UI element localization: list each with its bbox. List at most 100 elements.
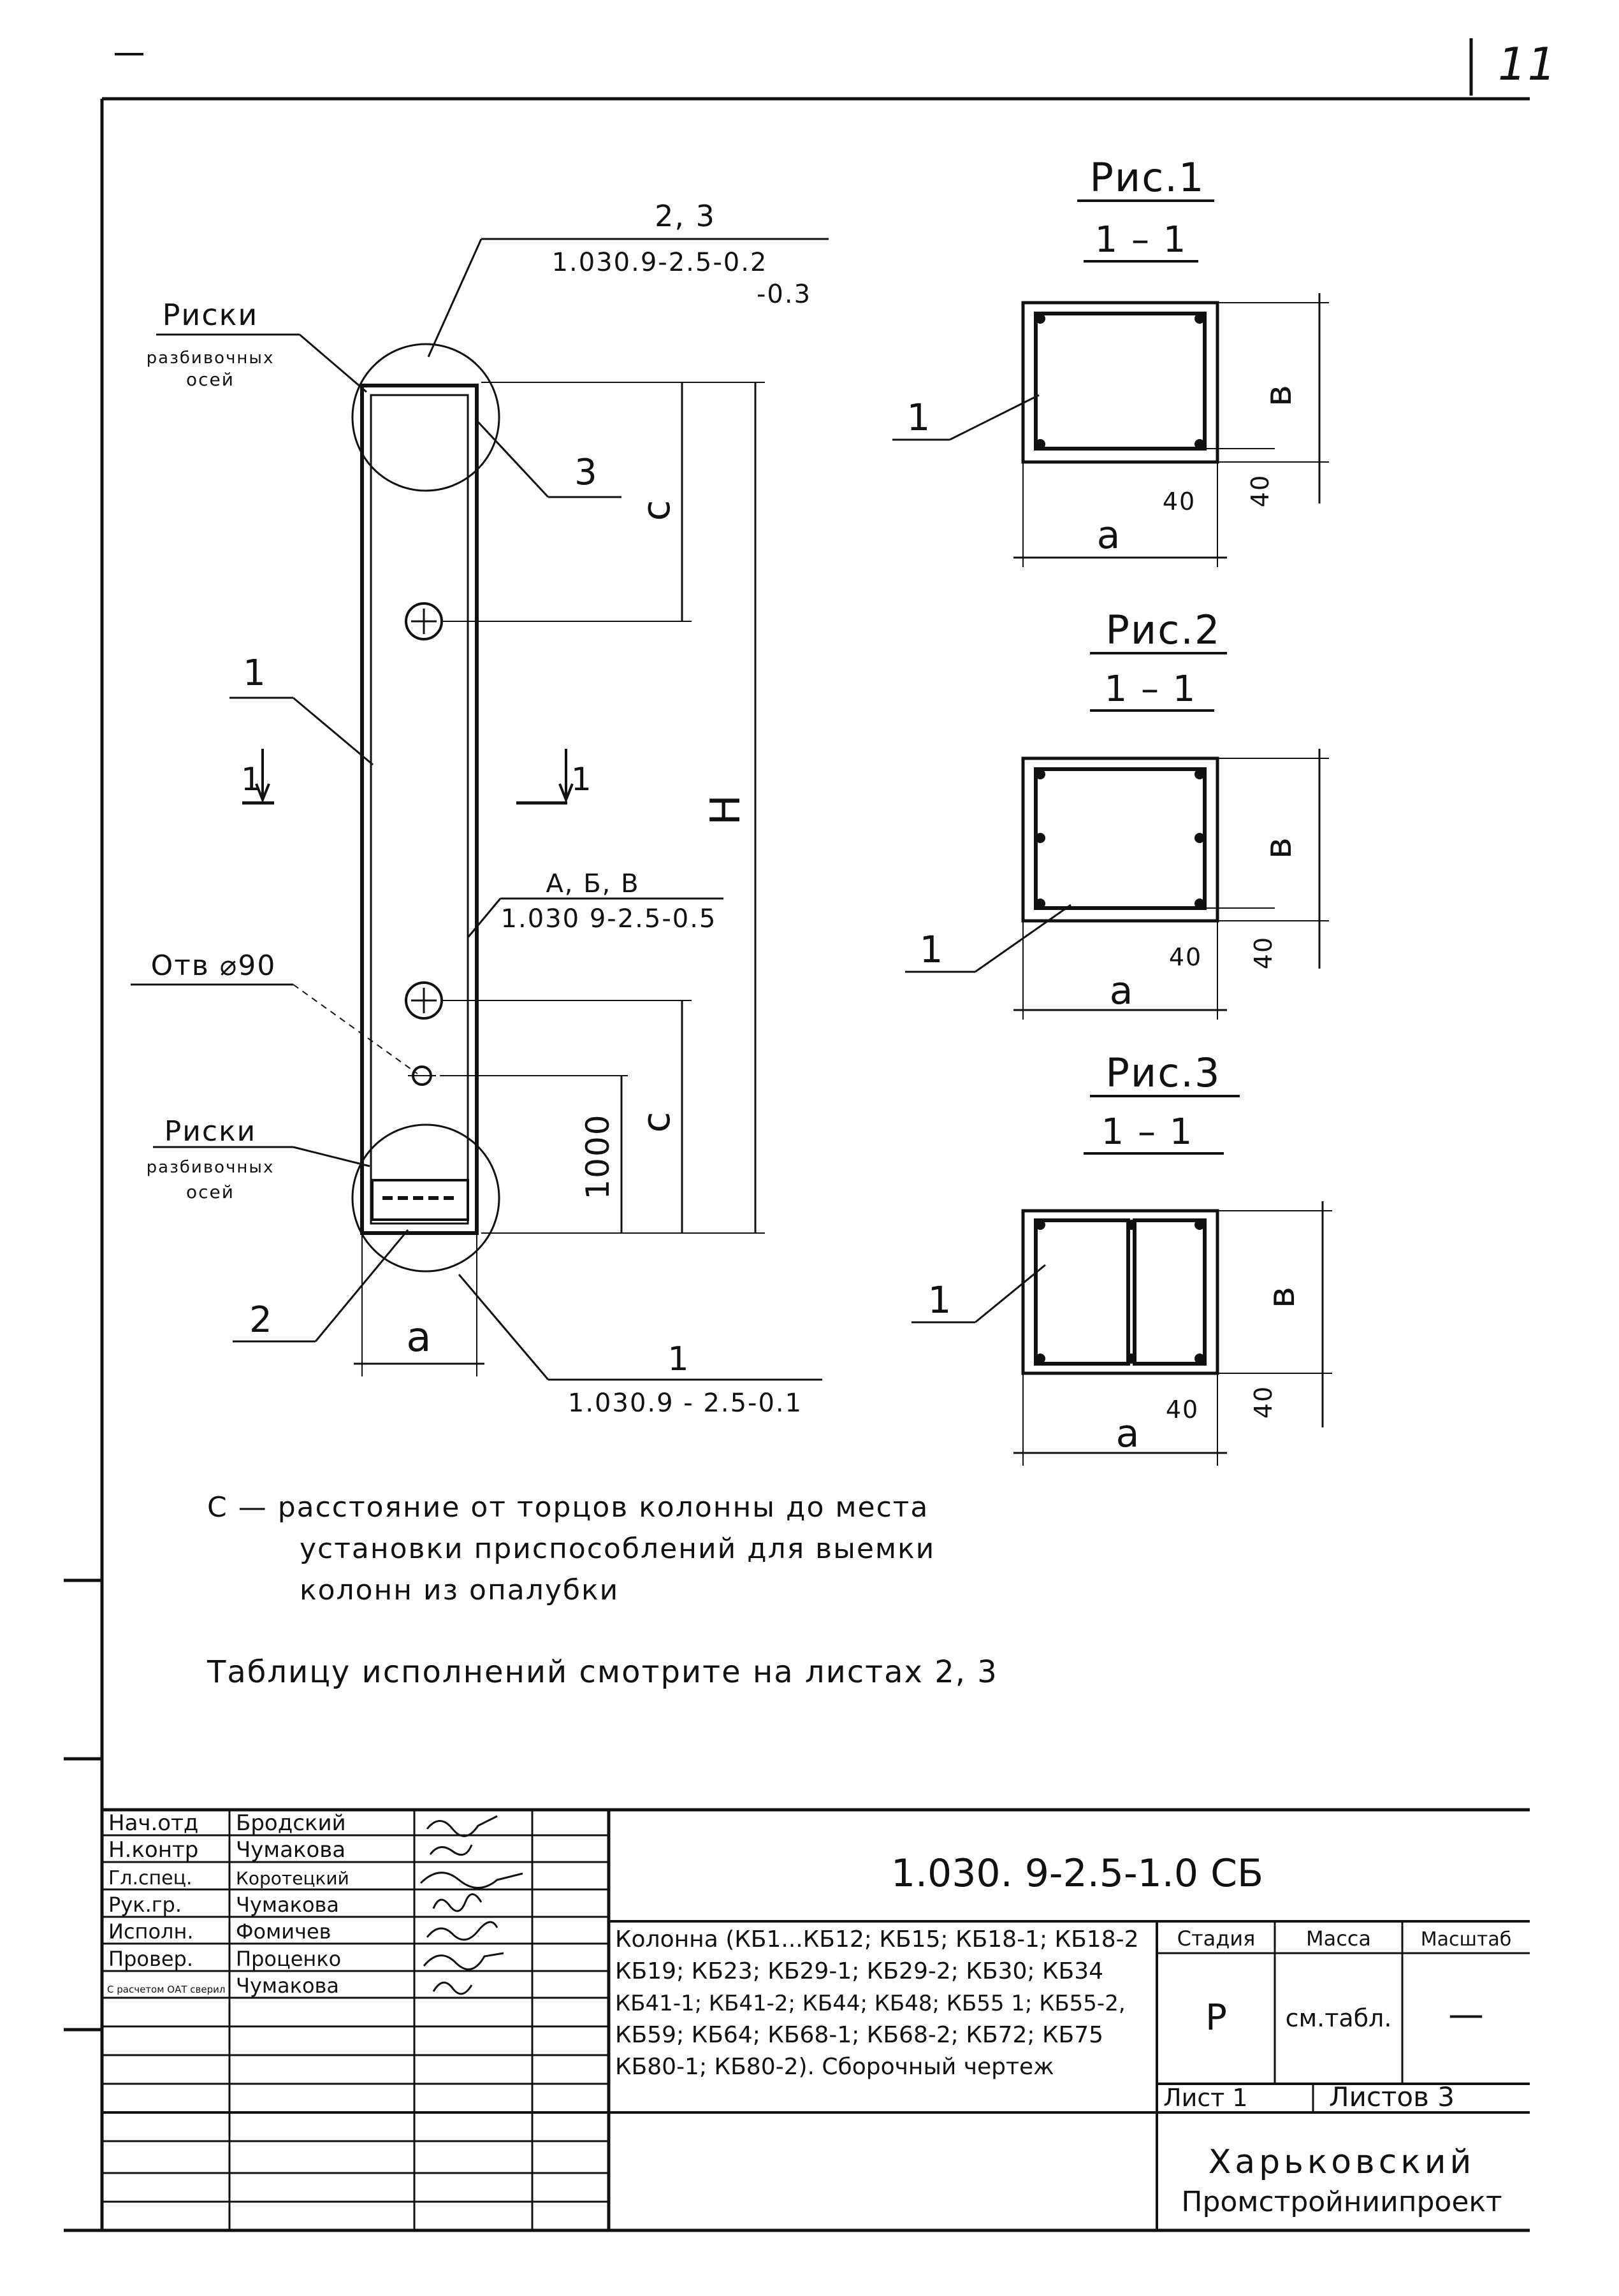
callout-1-left: 1 [243, 653, 267, 694]
risk-label-top-1: Риски [163, 298, 259, 332]
hole-label: Отв ⌀90 [151, 949, 277, 982]
figure-1-outline [1021, 301, 1219, 464]
figure-2-outline [1021, 756, 1219, 923]
figure-3-cage-right [1133, 1218, 1207, 1366]
section-mark-right: 1 [571, 761, 593, 798]
mass-value: см.табл. [1286, 2004, 1392, 2032]
dim-c-bottom: с [634, 1111, 679, 1133]
figure-2-leader: 1 [920, 928, 945, 971]
name-4: Чумакова [236, 1893, 339, 1917]
stage-value: Р [1205, 1997, 1227, 2039]
description-line-5: КБ80-1; КБ80-2). Сборочный чертеж [615, 2054, 1054, 2080]
figure-1-leader: 1 [907, 396, 932, 439]
risk-label-bottom-1: Риски [164, 1115, 257, 1148]
note-c-line-1: С — расстояние от торцов колонны до мест… [207, 1491, 929, 1524]
note-table-ref: Таблицу исполнений смотрите на листах 2,… [207, 1654, 998, 1690]
figure-1-title: Рис.1 [1090, 154, 1205, 201]
figure-1: Рис.1 1 – 1 в а 40 40 1 [892, 154, 1329, 567]
risk-label-top-3: осей [186, 369, 235, 390]
description-line-1: Колонна (КБ1...КБ12; КБ15; КБ18-1; КБ18-… [615, 1926, 1139, 1953]
figure-3-title: Рис.3 [1106, 1050, 1221, 1096]
figure-1-section: 1 – 1 [1095, 219, 1187, 261]
column-outline [360, 384, 479, 1235]
title-block: Нач.отд Бродский Н.контр Чумакова Гл.спе… [102, 1808, 1530, 2230]
figure-1-rebar-cage [1034, 312, 1207, 451]
dim-1000: 1000 [579, 1113, 616, 1199]
name-6: Проценко [236, 1947, 341, 1971]
scale-value: — [1448, 1994, 1484, 2035]
figure-3-cage-left [1034, 1218, 1130, 1366]
column-inner-line [370, 394, 469, 1225]
stage-header: Стадия [1177, 1926, 1256, 1951]
callout-bottom-num: 1 [667, 1340, 690, 1378]
mass-header: Масса [1306, 1926, 1371, 1951]
bottom-plate [371, 1179, 469, 1221]
role-7: С расчетом ОАТ сверил [107, 1984, 225, 1995]
role-6: Провер. [108, 1947, 193, 1971]
name-1: Бродский [236, 1810, 346, 1836]
figure-2-dim-a: а [1110, 969, 1135, 1013]
document-code: 1.030. 9-2.5-1.0 СБ [891, 1851, 1263, 1896]
dim-a: а [406, 1314, 432, 1361]
organization-line-2: Промстройниипроект [1181, 2186, 1502, 2218]
name-2: Чумакова [236, 1837, 345, 1863]
figure-2-dim-b: в [1256, 836, 1300, 859]
name-5: Фомичев [236, 1919, 331, 1944]
figure-3-dim-a: а [1116, 1412, 1141, 1456]
figure-1-dim-a: а [1097, 513, 1122, 558]
figure-3-dim-40b: 40 [1249, 1385, 1277, 1419]
signatures [419, 1815, 523, 1995]
callout-3: 3 [574, 452, 599, 493]
callout-top-code2: -0.3 [757, 280, 811, 309]
figure-3-dim-b: в [1260, 1285, 1303, 1308]
dim-c-top: с [634, 499, 679, 521]
figure-1-dim-40a: 40 [1163, 487, 1196, 516]
role-4: Рук.гр. [108, 1893, 182, 1917]
name-7: Чумакова [236, 1974, 339, 1998]
notes: С — расстояние от торцов колонны до мест… [207, 1491, 998, 1690]
figure-2-section: 1 – 1 [1105, 668, 1197, 710]
figure-2: Рис.2 1 – 1 в а 40 40 1 [905, 607, 1329, 1020]
callout-2: 2 [249, 1299, 273, 1341]
sheet-label: Лист 1 [1163, 2084, 1248, 2112]
description-line-3: КБ41-1; КБ41-2; КБ44; КБ48; КБ55 1; КБ55… [615, 1991, 1126, 2016]
section-mark-left: 1 [241, 761, 263, 798]
role-2: Н.контр [108, 1837, 198, 1863]
figure-1-dim-b: в [1256, 384, 1300, 407]
description-line-2: КБ19; КБ23; КБ29-1; КБ29-2; КБ30; КБ34 [615, 1958, 1103, 1984]
note-c-line-3: колонн из опалубки [300, 1574, 619, 1606]
callout-top-code: 1.030.9-2.5-0.2 [552, 248, 768, 277]
detail-circle-bottom [351, 1123, 500, 1273]
figure-3-outline [1021, 1209, 1219, 1375]
role-5: Исполн. [108, 1919, 194, 1944]
column-view: с Н 1000 с а 1 1 2, 3 1.030.9-2.5-0.2 -0… [131, 199, 829, 1418]
risk-label-bottom-2: разбивочных [147, 1158, 275, 1177]
figure-3-section: 1 – 1 [1101, 1111, 1194, 1153]
figure-2-dim-40b: 40 [1249, 936, 1277, 969]
callout-abv-num: А, Б, В [546, 869, 639, 899]
callout-top-num: 2, 3 [655, 199, 716, 233]
sheet-number: 11 [1498, 38, 1557, 90]
risk-label-top-2: разбивочных [147, 349, 275, 368]
detail-circle-top [351, 343, 500, 492]
scale-header: Масштаб [1421, 1928, 1512, 1951]
role-3: Гл.спец. [108, 1867, 192, 1889]
note-c-line-2: установки приспособлений для выемки [300, 1533, 935, 1565]
figure-2-dim-40a: 40 [1169, 943, 1202, 971]
description-line-4: КБ59; КБ64; КБ68-1; КБ68-2; КБ72; КБ75 [615, 2022, 1103, 2048]
role-1: Нач.отд [108, 1810, 198, 1836]
figure-3: Рис.3 1 – 1 в а 40 40 1 [911, 1050, 1332, 1466]
figure-1-dim-40b: 40 [1246, 474, 1274, 507]
sheets-label: Листов 3 [1329, 2081, 1455, 2112]
risk-label-bottom-3: осей [186, 1181, 235, 1202]
figure-2-title: Рис.2 [1106, 607, 1221, 653]
organization-line-1: Харьковский [1209, 2143, 1476, 2181]
figure-3-leader: 1 [928, 1278, 953, 1322]
callout-bottom-code: 1.030.9 - 2.5-0.1 [568, 1389, 802, 1418]
figure-3-dim-40a: 40 [1166, 1396, 1199, 1424]
dim-h: Н [702, 793, 750, 825]
name-3: Коротецкий [236, 1868, 349, 1889]
figure-2-rebar-cage [1034, 767, 1207, 910]
title-block-rows: Нач.отд Бродский Н.контр Чумакова Гл.спе… [107, 1810, 349, 1998]
